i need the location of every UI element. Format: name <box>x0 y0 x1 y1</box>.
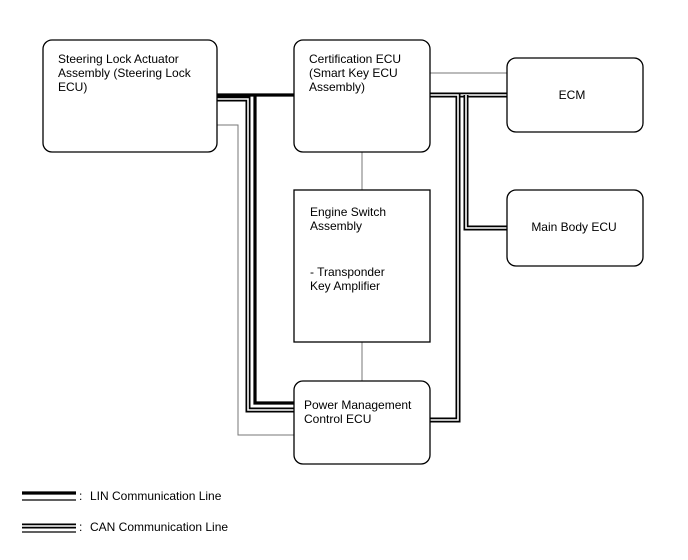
legend-lin-colon: : <box>79 489 82 503</box>
legend-can-colon: : <box>79 520 82 534</box>
node-power-management-ecu: Power Management Control ECU <box>293 380 431 465</box>
node-main-body-ecu: Main Body ECU <box>506 189 644 267</box>
legend: : LIN Communication Line : CAN Communica… <box>22 489 228 534</box>
node-power-management-label: Power Management Control ECU <box>304 398 415 426</box>
can-lines <box>217 92 507 423</box>
legend-can-label: CAN Communication Line <box>90 520 228 534</box>
node-certification-ecu: Certification ECU (Smart Key ECU Assembl… <box>293 39 431 153</box>
signal-line-steering-power <box>217 124 294 436</box>
node-main-body-label: Main Body ECU <box>531 220 616 234</box>
node-ecm-label: ECM <box>559 88 586 102</box>
node-steering-lock-ecu: Steering Lock Actuator Assembly (Steerin… <box>42 39 218 153</box>
legend-can: : CAN Communication Line <box>22 520 228 534</box>
node-engine-switch-label: Engine Switch Assembly - Transponder Key… <box>310 205 389 293</box>
node-certification-label: Certification ECU (Smart Key ECU Assembl… <box>309 52 404 94</box>
signal-lines <box>217 72 507 436</box>
legend-lin-label: LIN Communication Line <box>90 489 222 503</box>
lin-line-steering-cert-power <box>217 93 294 405</box>
can-line-ecm-power <box>430 92 461 423</box>
node-steering-lock-label: Steering Lock Actuator Assembly (Steerin… <box>58 52 194 94</box>
can-line-ecm-main-body <box>463 95 507 231</box>
node-ecm: ECM <box>506 57 644 133</box>
node-engine-switch-assembly: Engine Switch Assembly - Transponder Key… <box>293 189 431 343</box>
legend-lin: : LIN Communication Line <box>22 489 222 503</box>
